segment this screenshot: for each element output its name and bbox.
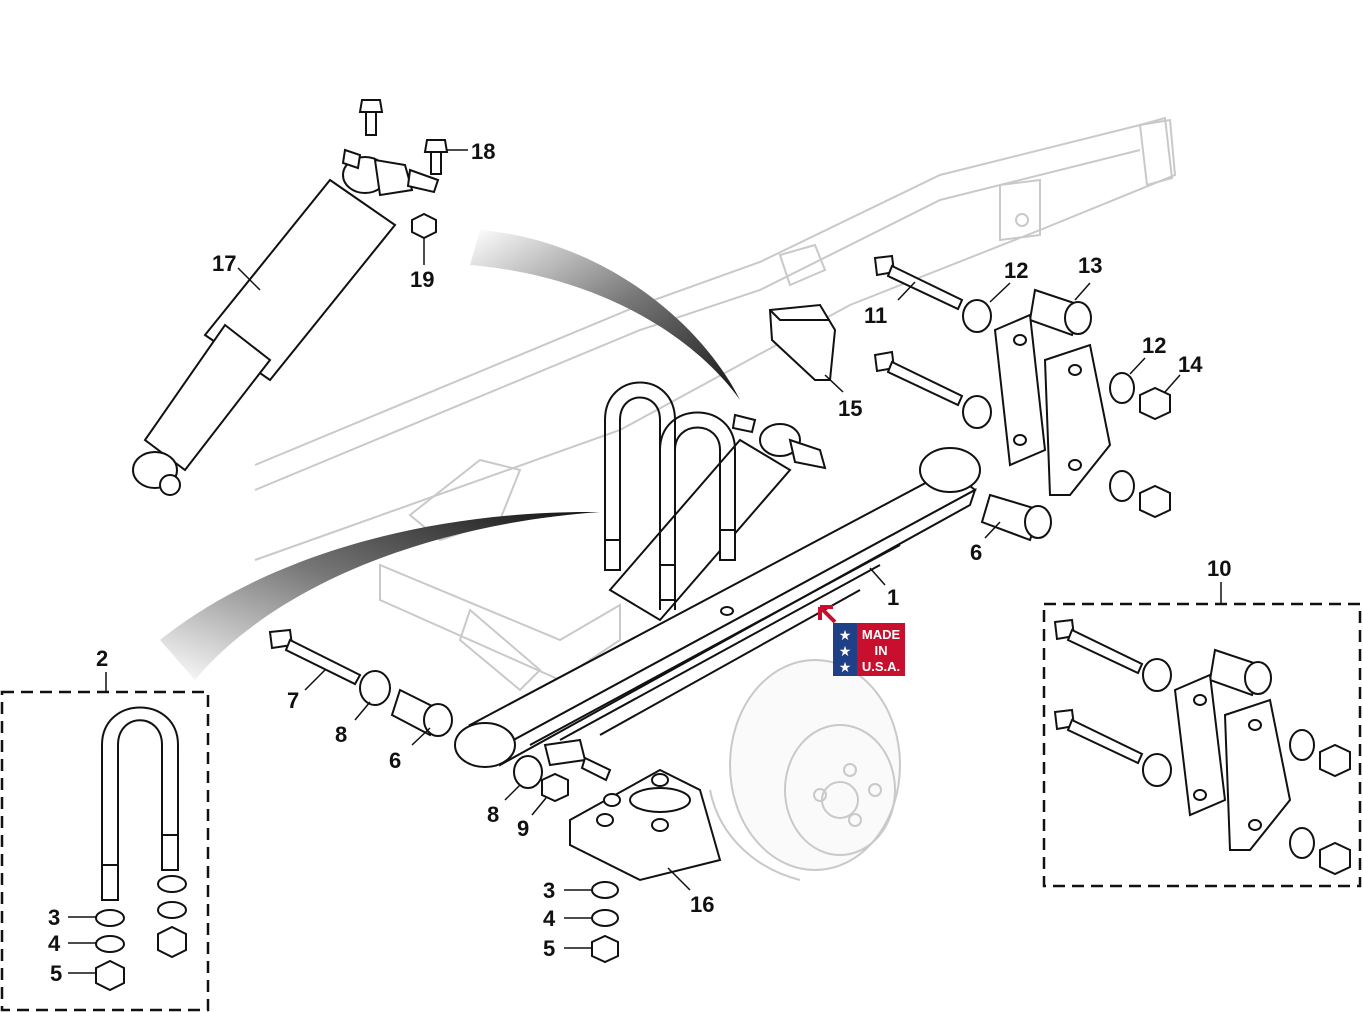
bushing-6-left	[390, 688, 453, 737]
shock-bolt-18	[423, 139, 449, 175]
shock-bolt-upper	[358, 99, 384, 136]
bushing-13	[1028, 288, 1092, 337]
badge-red-field	[857, 623, 905, 676]
nut-9	[541, 772, 569, 803]
callout-13: 13	[1078, 253, 1102, 278]
u-bolt-kit	[101, 706, 179, 901]
spring-plate	[569, 756, 722, 882]
nut-5-center	[591, 934, 619, 964]
shock-absorber-rear	[608, 413, 827, 622]
nut-14	[1139, 386, 1171, 421]
callout-6-left: 6	[389, 748, 401, 773]
bump-stop	[768, 303, 837, 381]
callout-labels: 1 2 3 4 5 3 4 5 6 6 7 8 8 9 10 11 12 12 …	[48, 139, 1231, 986]
brake-drum-ghost	[709, 659, 901, 881]
callout-4-kit: 4	[48, 931, 61, 956]
star-icon: ★	[839, 644, 852, 660]
washer-12-upper	[962, 299, 992, 333]
kit-box-2	[0, 690, 210, 1012]
kit-box-10	[1042, 602, 1362, 888]
washer-lower-right	[962, 395, 992, 429]
callout-12-upper: 12	[1004, 258, 1028, 283]
callout-6-right: 6	[970, 540, 982, 565]
arrow-icon	[818, 605, 837, 624]
u-bolts-main	[604, 381, 736, 610]
callout-3-kit: 3	[48, 905, 60, 930]
shackle-kit	[1053, 618, 1351, 876]
callout-5-kit: 5	[50, 961, 62, 986]
shock-absorber	[132, 148, 440, 496]
callout-2: 2	[96, 646, 108, 671]
callout-11: 11	[864, 303, 887, 328]
callout-14: 14	[1178, 352, 1203, 377]
star-icon: ★	[839, 628, 852, 644]
lock-washer-4-kit	[95, 935, 125, 953]
shock-nut-19	[411, 212, 437, 240]
bolt-11	[873, 254, 964, 311]
callout-12-right: 12	[1142, 333, 1166, 358]
badge-line-2: IN	[875, 643, 888, 658]
callout-9: 9	[517, 816, 529, 841]
washer-right-lower	[1109, 470, 1135, 502]
callout-17: 17	[212, 251, 236, 276]
bolt-lower-right	[873, 350, 964, 407]
callout-8-lower: 8	[487, 802, 499, 827]
callout-10: 10	[1207, 556, 1231, 581]
swoosh-lower	[160, 511, 600, 680]
callout-8-upper: 8	[335, 722, 347, 747]
washer-12-right	[1109, 372, 1135, 404]
callout-3-center: 3	[543, 878, 555, 903]
nut-kit-right	[157, 925, 187, 959]
badge-line-1: MADE	[862, 627, 901, 642]
callout-5-center: 5	[543, 936, 555, 961]
badge-blue-field	[833, 623, 857, 676]
washer-3-center	[591, 881, 619, 899]
made-in-usa-badge: ★ ★ ★ MADE IN U.S.A.	[818, 605, 905, 676]
vehicle-frame-ghost	[254, 116, 1177, 692]
washer-kit-right	[157, 875, 187, 893]
callout-18: 18	[471, 139, 495, 164]
callout-4-center: 4	[543, 906, 556, 931]
badge-line-3: U.S.A.	[862, 659, 900, 674]
bushing-6-right	[980, 493, 1052, 542]
shackle-stud	[543, 738, 587, 767]
bolt-7	[268, 628, 362, 686]
washer-8-left	[359, 670, 391, 706]
callout-15: 15	[838, 396, 862, 421]
washer-8-center	[513, 755, 543, 789]
washer-3-kit	[95, 909, 125, 927]
callout-16: 16	[690, 892, 714, 917]
shackle-plates	[993, 313, 1112, 496]
nut-5-kit	[95, 959, 125, 992]
star-icon: ★	[839, 660, 852, 676]
callout-1: 1	[887, 585, 899, 610]
lock-washer-kit-right	[157, 901, 187, 919]
nut-right-lower	[1139, 484, 1171, 519]
lock-washer-4-center	[591, 909, 619, 927]
callout-7: 7	[287, 688, 299, 713]
leaf-spring	[454, 447, 981, 768]
swoosh-upper	[470, 230, 740, 400]
leader-lines	[68, 149, 1222, 974]
callout-19: 19	[410, 267, 434, 292]
